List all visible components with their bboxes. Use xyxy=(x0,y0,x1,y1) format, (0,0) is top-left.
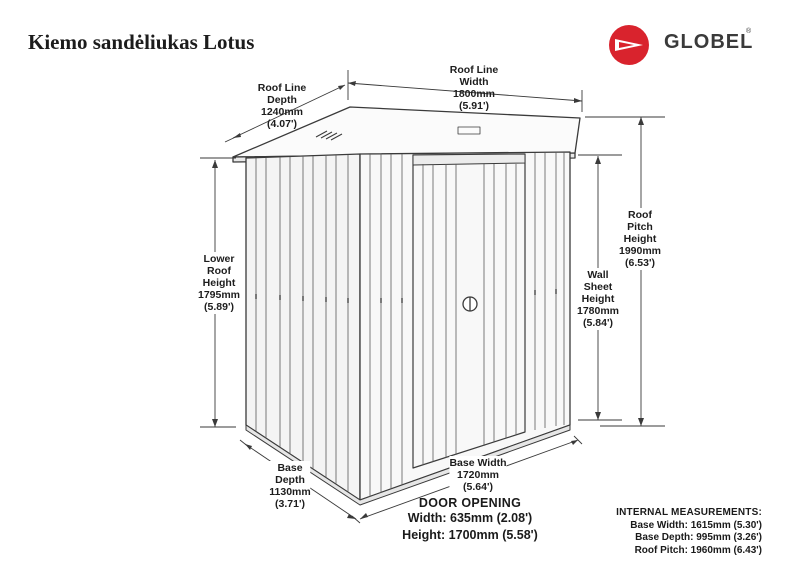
door-opening-height: Height: 1700mm (5.58') xyxy=(402,528,538,542)
label-base-depth: Base Depth 1130mm (3.71') xyxy=(269,461,311,511)
door-header xyxy=(412,153,526,166)
internal-heading: INTERNAL MEASUREMENTS: xyxy=(616,507,762,518)
label-roof-pitch-height: Roof Pitch Height 1990mm (6.53') xyxy=(618,208,662,270)
internal-base-depth: Base Depth: 995mm (3.26') xyxy=(635,532,762,543)
door-opening-width: Width: 635mm (2.08') xyxy=(407,511,533,525)
label-lower-roof-height: Lower Roof Height 1795mm (5.89') xyxy=(197,252,241,314)
internal-base-width: Base Width: 1615mm (5.30') xyxy=(630,519,762,531)
shed-base xyxy=(245,424,571,506)
rivets xyxy=(255,289,557,303)
front-wall xyxy=(359,151,571,501)
brand-logo: GLOBEL ® xyxy=(606,22,776,68)
label-wall-sheet-height: Wall Sheet Height 1780mm (5.84') xyxy=(576,268,620,330)
roof-vent xyxy=(315,130,343,141)
roof-badge xyxy=(457,126,481,135)
label-roof-line-width: Roof Line Width 1800mm (5.91') xyxy=(449,64,499,112)
internal-measurements: INTERNAL MEASUREMENTS: Base Width: 1615m… xyxy=(616,507,762,557)
brand-name: GLOBEL xyxy=(664,31,754,53)
globel-logo-icon xyxy=(609,25,649,65)
label-roof-line-depth: Roof Line Depth 1240mm (4.07') xyxy=(257,82,307,130)
page-title: Kiemo sandėliukas Lotus xyxy=(28,30,255,54)
internal-roof-pitch: Roof Pitch: 1960mm (6.43') xyxy=(634,544,762,556)
dim-roof-depth xyxy=(232,84,346,139)
door-opening-info: DOOR OPENING Width: 635mm (2.08') Height… xyxy=(402,496,538,544)
label-base-width: Base Width 1720mm (5.64') xyxy=(449,456,507,494)
dimension-arrows xyxy=(212,81,644,519)
brand-registered-mark: ® xyxy=(746,28,752,35)
dim-roof-width xyxy=(347,82,583,102)
door-opening-heading: DOOR OPENING xyxy=(418,496,522,510)
